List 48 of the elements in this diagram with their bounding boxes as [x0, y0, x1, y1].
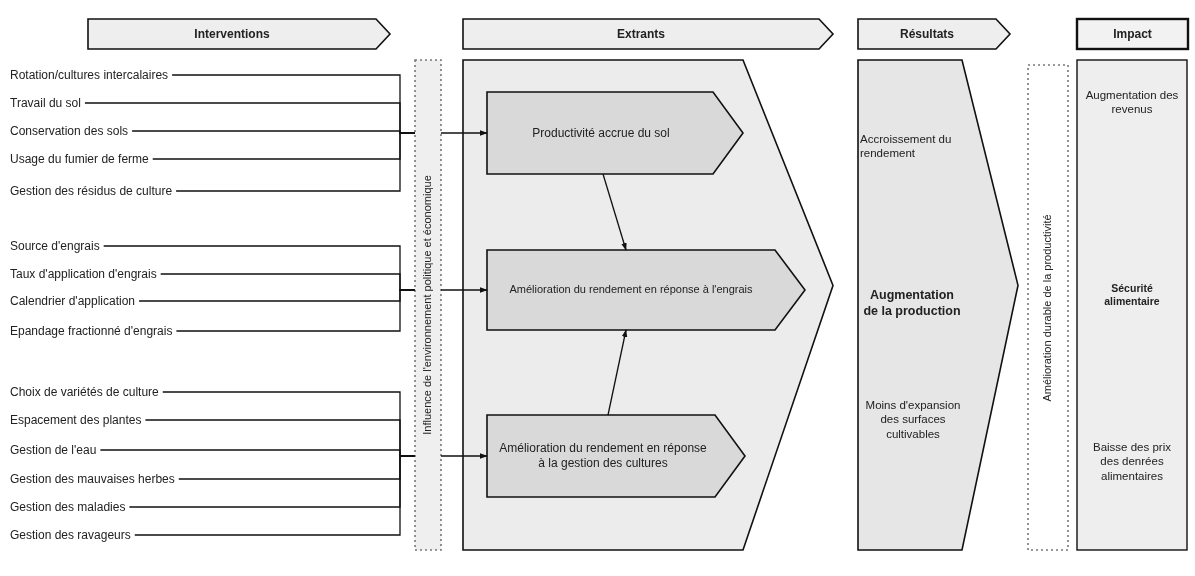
box-label: Extrants: [616, 26, 666, 42]
panel-text: Baisse des prix des denrées alimentaires: [1092, 440, 1172, 484]
vertical-label: Amélioration durable de la productivité: [1041, 213, 1055, 402]
panel-text: Accroissement du rendement: [860, 132, 953, 161]
intervention-label: Source d'engrais: [10, 238, 100, 254]
output-box: [487, 415, 745, 497]
box-label: Amélioration du rendement en réponse à la gestion des cultures: [498, 441, 708, 471]
box-label: Résultats: [899, 26, 955, 42]
arrow: [440, 130, 488, 136]
influence-band: [415, 60, 441, 550]
box-label: Interventions: [193, 26, 271, 42]
connector-line: [175, 132, 416, 192]
intervention-label: Conservation des sols: [10, 123, 129, 139]
box-label: Impact: [1112, 26, 1153, 42]
vertical-label: Influence de l'environnement politique et économique: [421, 175, 435, 435]
panel-text: Sécurité alimentaire: [1103, 282, 1161, 309]
intervention-label: Espacement des plantes: [10, 412, 142, 428]
output-box: [487, 92, 743, 174]
intervention-label: Gestion des résidus de culture: [10, 183, 173, 199]
outputs-panel: [463, 60, 833, 550]
column-header: [463, 19, 833, 49]
intervention-label: Travail du sol: [10, 95, 81, 111]
intervention-label: Choix de variétés de culture: [10, 384, 159, 400]
intervention-label: Gestion des maladies: [10, 499, 126, 515]
box-label: Amélioration du rendement en réponse à l'engrais: [508, 283, 754, 297]
intervention-label: Rotation/cultures intercalaires: [10, 67, 169, 83]
impact-panel: [1077, 60, 1187, 550]
arrow: [440, 453, 488, 459]
results-panel: [858, 60, 1018, 550]
header-box: [1077, 19, 1188, 49]
intervention-label: Usage du fumier de ferme: [10, 151, 149, 167]
intervention-label: Calendrier d'application: [10, 293, 136, 309]
panel-text: Augmentation des revenus: [1084, 88, 1180, 117]
arrow: [602, 173, 627, 251]
column-header: [88, 19, 390, 49]
intervention-label: Epandage fractionné d'engrais: [10, 323, 173, 339]
arrow: [607, 329, 628, 416]
output-box: [487, 250, 805, 330]
panel-text: Augmentation de la production: [862, 288, 962, 320]
column-header: [858, 19, 1010, 49]
connector-line: [175, 289, 416, 332]
arrow: [440, 287, 488, 293]
intervention-label: Gestion des ravageurs: [10, 527, 131, 543]
intervention-label: Gestion de l'eau: [10, 442, 97, 458]
intervention-label: Gestion des mauvaises herbes: [10, 471, 175, 487]
intervention-label: Taux d'application d'engrais: [10, 266, 157, 282]
box-label: Productivité accrue du sol: [531, 125, 671, 141]
panel-text: Moins d'expansion des surfaces cultivables: [864, 398, 962, 442]
